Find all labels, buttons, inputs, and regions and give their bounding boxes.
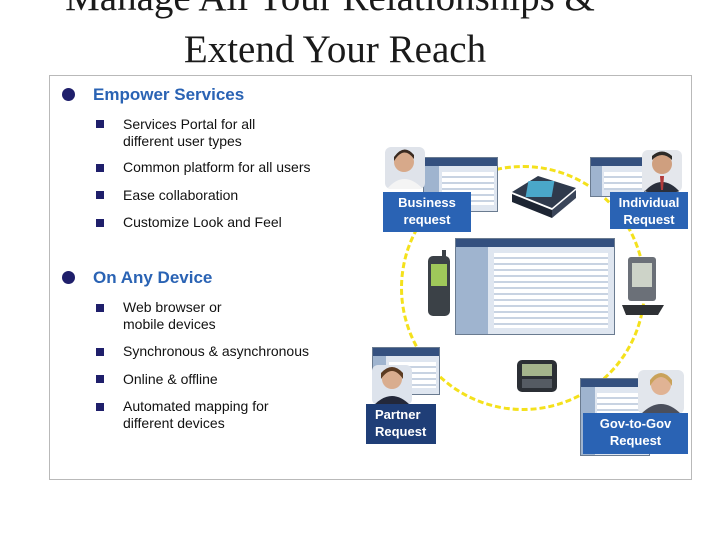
label-line: Partner bbox=[375, 407, 421, 422]
label-line: Individual bbox=[618, 195, 680, 210]
partner-woman-photo bbox=[372, 365, 412, 405]
item-web-browser: Web browser or mobile devices bbox=[123, 299, 222, 333]
pda-cradle-image bbox=[622, 257, 664, 315]
item-line: different user types bbox=[123, 133, 242, 149]
item-automated-mapping: Automated mapping for different devices bbox=[123, 398, 269, 432]
item-line: mobile devices bbox=[123, 316, 216, 332]
item-customize: Customize Look and Feel bbox=[123, 214, 282, 230]
label-line: Request bbox=[375, 424, 427, 439]
label-line: Business bbox=[398, 195, 456, 210]
item-bullet bbox=[96, 304, 104, 312]
content-frame bbox=[49, 75, 692, 480]
item-bullet bbox=[96, 403, 104, 411]
label-line: Gov-to-Gov bbox=[599, 416, 672, 431]
individual-request-label: Individual Request bbox=[610, 192, 688, 229]
slide-title-line-2: Extend Your Reach bbox=[183, 28, 487, 71]
portal-screen-image bbox=[590, 157, 645, 197]
item-sync-async: Synchronous & asynchronous bbox=[123, 343, 309, 359]
item-common-platform: Common platform for all users bbox=[123, 159, 311, 175]
section-heading-any-device: On Any Device bbox=[93, 268, 213, 287]
label-line: request bbox=[403, 212, 451, 227]
section-heading-empower: Empower Services bbox=[93, 85, 245, 104]
mobile-phone-image bbox=[428, 250, 450, 316]
section-bullet bbox=[62, 88, 75, 101]
handheld-pc-image bbox=[512, 176, 576, 218]
item-bullet bbox=[96, 191, 104, 199]
item-bullet bbox=[96, 219, 104, 227]
label-line: Request bbox=[623, 212, 675, 227]
section-bullet bbox=[62, 271, 75, 284]
pager-image bbox=[517, 360, 557, 392]
item-line: Web browser or bbox=[123, 299, 222, 315]
item-ease-collaboration: Ease collaboration bbox=[123, 187, 239, 203]
item-line: Automated mapping for bbox=[123, 398, 269, 414]
item-online-offline: Online & offline bbox=[123, 371, 218, 387]
woman-on-phone-photo bbox=[385, 147, 425, 189]
gov-woman-photo bbox=[638, 370, 684, 414]
label-line: Request bbox=[609, 433, 662, 448]
item-bullet bbox=[96, 120, 104, 128]
partner-request-label: Partner Request bbox=[366, 404, 436, 444]
item-bullet bbox=[96, 164, 104, 172]
slide-title-line-1: Manage All Your Relationships & bbox=[0, 0, 690, 17]
item-line: different devices bbox=[123, 415, 225, 431]
central-portal-screen-image bbox=[455, 238, 615, 335]
item-bullet bbox=[96, 375, 104, 383]
item-line: Services Portal for all bbox=[123, 116, 256, 132]
item-bullet bbox=[96, 348, 104, 356]
businessman-photo bbox=[642, 150, 682, 192]
business-request-label: Business request bbox=[383, 192, 471, 232]
gov-to-gov-request-label: Gov-to-Gov Request bbox=[583, 413, 688, 454]
item-services-portal: Services Portal for all different user t… bbox=[123, 116, 255, 150]
